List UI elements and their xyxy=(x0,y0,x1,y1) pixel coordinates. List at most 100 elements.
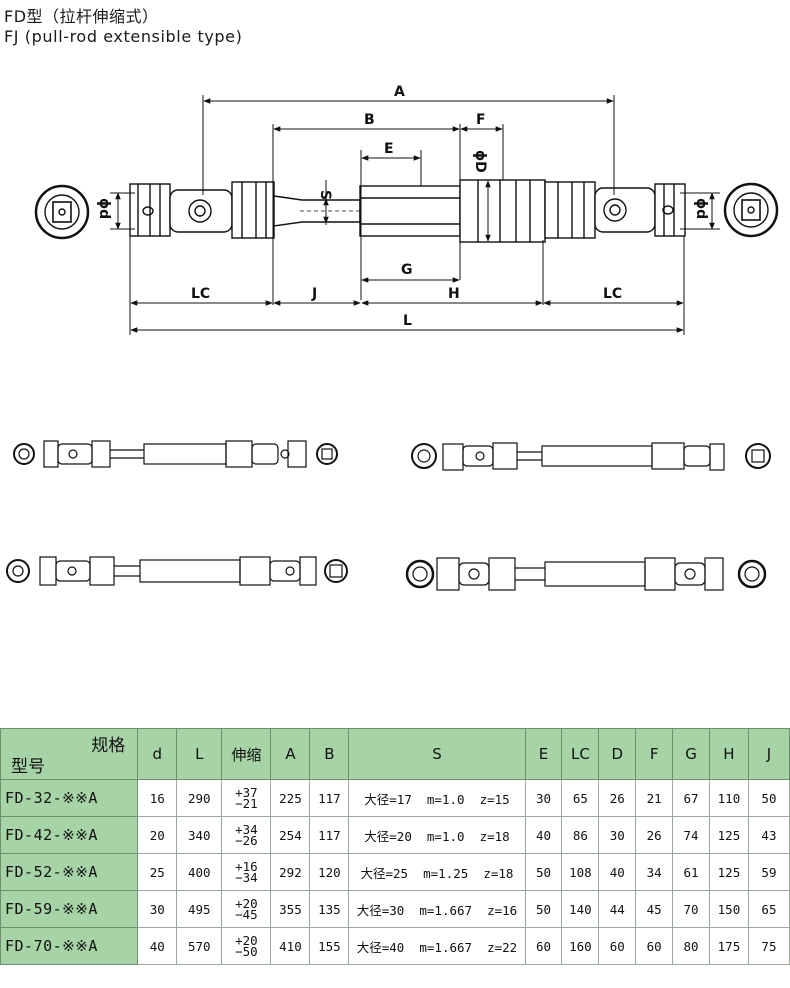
cell-model: FD-42-※※A xyxy=(0,816,139,854)
header-A: A xyxy=(270,728,311,780)
tol-minus: −21 xyxy=(235,796,258,811)
dim-phiD: ϕD xyxy=(472,150,488,173)
tol-minus: −50 xyxy=(235,944,258,959)
table-row: FD-59-※※A 30 495 +20−45 355 135 大径=30 m=… xyxy=(0,890,790,928)
cell-model: FD-52-※※A xyxy=(0,853,139,891)
cell-D: 30 xyxy=(598,816,637,854)
left-end-view xyxy=(34,184,90,240)
cell-A: 410 xyxy=(270,927,311,965)
cell-d: 40 xyxy=(137,927,178,965)
cell-H: 125 xyxy=(708,853,749,891)
cell-F: 21 xyxy=(635,779,674,817)
cell-stretch: +16−34 xyxy=(221,853,272,891)
right-yoke xyxy=(544,181,686,239)
cell-L: 495 xyxy=(176,890,223,928)
cell-E: 40 xyxy=(524,816,563,854)
cell-H: 150 xyxy=(708,890,749,928)
cell-J: 65 xyxy=(747,890,790,928)
header-LC: LC xyxy=(561,728,600,780)
header-D: D xyxy=(598,728,637,780)
cell-S: 大径=40 m=1.667 z=22 xyxy=(348,927,526,965)
cell-S: 大径=30 m=1.667 z=16 xyxy=(348,890,526,928)
dimension-labels: A B F E G LC J H LC L S ϕD ϕd ϕd xyxy=(96,84,709,329)
cell-A: 225 xyxy=(270,779,311,817)
cell-L: 400 xyxy=(176,853,223,891)
left-yoke xyxy=(129,181,275,239)
cell-B: 117 xyxy=(309,816,350,854)
cell-model: FD-32-※※A xyxy=(0,779,139,817)
tol-plus: +34 xyxy=(235,822,258,837)
cell-D: 40 xyxy=(598,853,637,891)
cell-stretch: +37−21 xyxy=(221,779,272,817)
header-corner: 规格 型号 xyxy=(0,728,139,780)
cell-J: 75 xyxy=(747,927,790,965)
cell-LC: 160 xyxy=(561,927,600,965)
header-J: J xyxy=(747,728,790,780)
header-E: E xyxy=(524,728,563,780)
header-L: L xyxy=(176,728,223,780)
cell-F: 34 xyxy=(635,853,674,891)
cell-J: 59 xyxy=(747,853,790,891)
cell-LC: 65 xyxy=(561,779,600,817)
spec-table: 规格 型号 d L 伸缩 A B S E LC D F G H J FD-32-… xyxy=(0,728,790,965)
cell-H: 125 xyxy=(708,816,749,854)
cell-d: 16 xyxy=(137,779,178,817)
variant-drawing-1 xyxy=(13,440,338,468)
tol-plus: +20 xyxy=(235,933,258,948)
dim-H: H xyxy=(448,286,460,302)
page-subtitle: FJ (pull-rod extensible type) xyxy=(4,27,243,46)
cell-A: 254 xyxy=(270,816,311,854)
cell-G: 74 xyxy=(672,816,710,854)
tol-minus: −45 xyxy=(235,907,258,922)
cell-S: 大径=17 m=1.0 z=15 xyxy=(348,779,526,817)
cell-F: 26 xyxy=(635,816,674,854)
corner-model-label: 型号 xyxy=(11,757,45,777)
tol-plus: +16 xyxy=(235,859,258,874)
cell-d: 25 xyxy=(137,853,178,891)
cell-F: 45 xyxy=(635,890,674,928)
header-F: F xyxy=(635,728,674,780)
header-G: G xyxy=(672,728,710,780)
header-d: d xyxy=(137,728,178,780)
tol-minus: −34 xyxy=(235,870,258,885)
cell-d: 20 xyxy=(137,816,178,854)
variant-drawing-2 xyxy=(411,442,771,471)
main-shaft-drawing xyxy=(34,179,779,243)
tol-plus: +20 xyxy=(235,896,258,911)
right-end-view xyxy=(723,182,779,238)
cell-LC: 86 xyxy=(561,816,600,854)
table-row: FD-52-※※A 25 400 +16−34 292 120 大径=25 m=… xyxy=(0,853,790,891)
cell-L: 290 xyxy=(176,779,223,817)
cell-d: 30 xyxy=(137,890,178,928)
cell-H: 175 xyxy=(708,927,749,965)
dim-J: J xyxy=(311,286,317,302)
header-B: B xyxy=(309,728,350,780)
tol-minus: −26 xyxy=(235,833,258,848)
cell-E: 30 xyxy=(524,779,563,817)
cell-G: 80 xyxy=(672,927,710,965)
corner-spec-label: 规格 xyxy=(91,736,126,756)
cell-D: 60 xyxy=(598,927,637,965)
cell-B: 120 xyxy=(309,853,350,891)
dim-S: S xyxy=(317,190,333,200)
variant-drawing-3 xyxy=(6,556,348,586)
dim-phid-right: ϕd xyxy=(693,198,709,219)
dim-LC-right: LC xyxy=(603,286,622,302)
dim-A: A xyxy=(394,84,405,100)
cell-B: 155 xyxy=(309,927,350,965)
cell-D: 44 xyxy=(598,890,637,928)
table-row: FD-42-※※A 20 340 +34−26 254 117 大径=20 m=… xyxy=(0,816,790,854)
table-header-row: 规格 型号 d L 伸缩 A B S E LC D F G H J xyxy=(0,728,790,780)
cell-G: 61 xyxy=(672,853,710,891)
cell-A: 292 xyxy=(270,853,311,891)
cell-stretch: +20−45 xyxy=(221,890,272,928)
cell-F: 60 xyxy=(635,927,674,965)
dim-B: B xyxy=(364,112,375,128)
header-S: S xyxy=(348,728,526,780)
cell-LC: 140 xyxy=(561,890,600,928)
technical-drawing: A B F E G LC J H LC L S ϕD ϕd ϕd xyxy=(6,84,779,591)
cell-E: 50 xyxy=(524,853,563,891)
dim-LC-left: LC xyxy=(191,286,210,302)
cell-B: 117 xyxy=(309,779,350,817)
variant-drawing-4 xyxy=(405,557,767,591)
